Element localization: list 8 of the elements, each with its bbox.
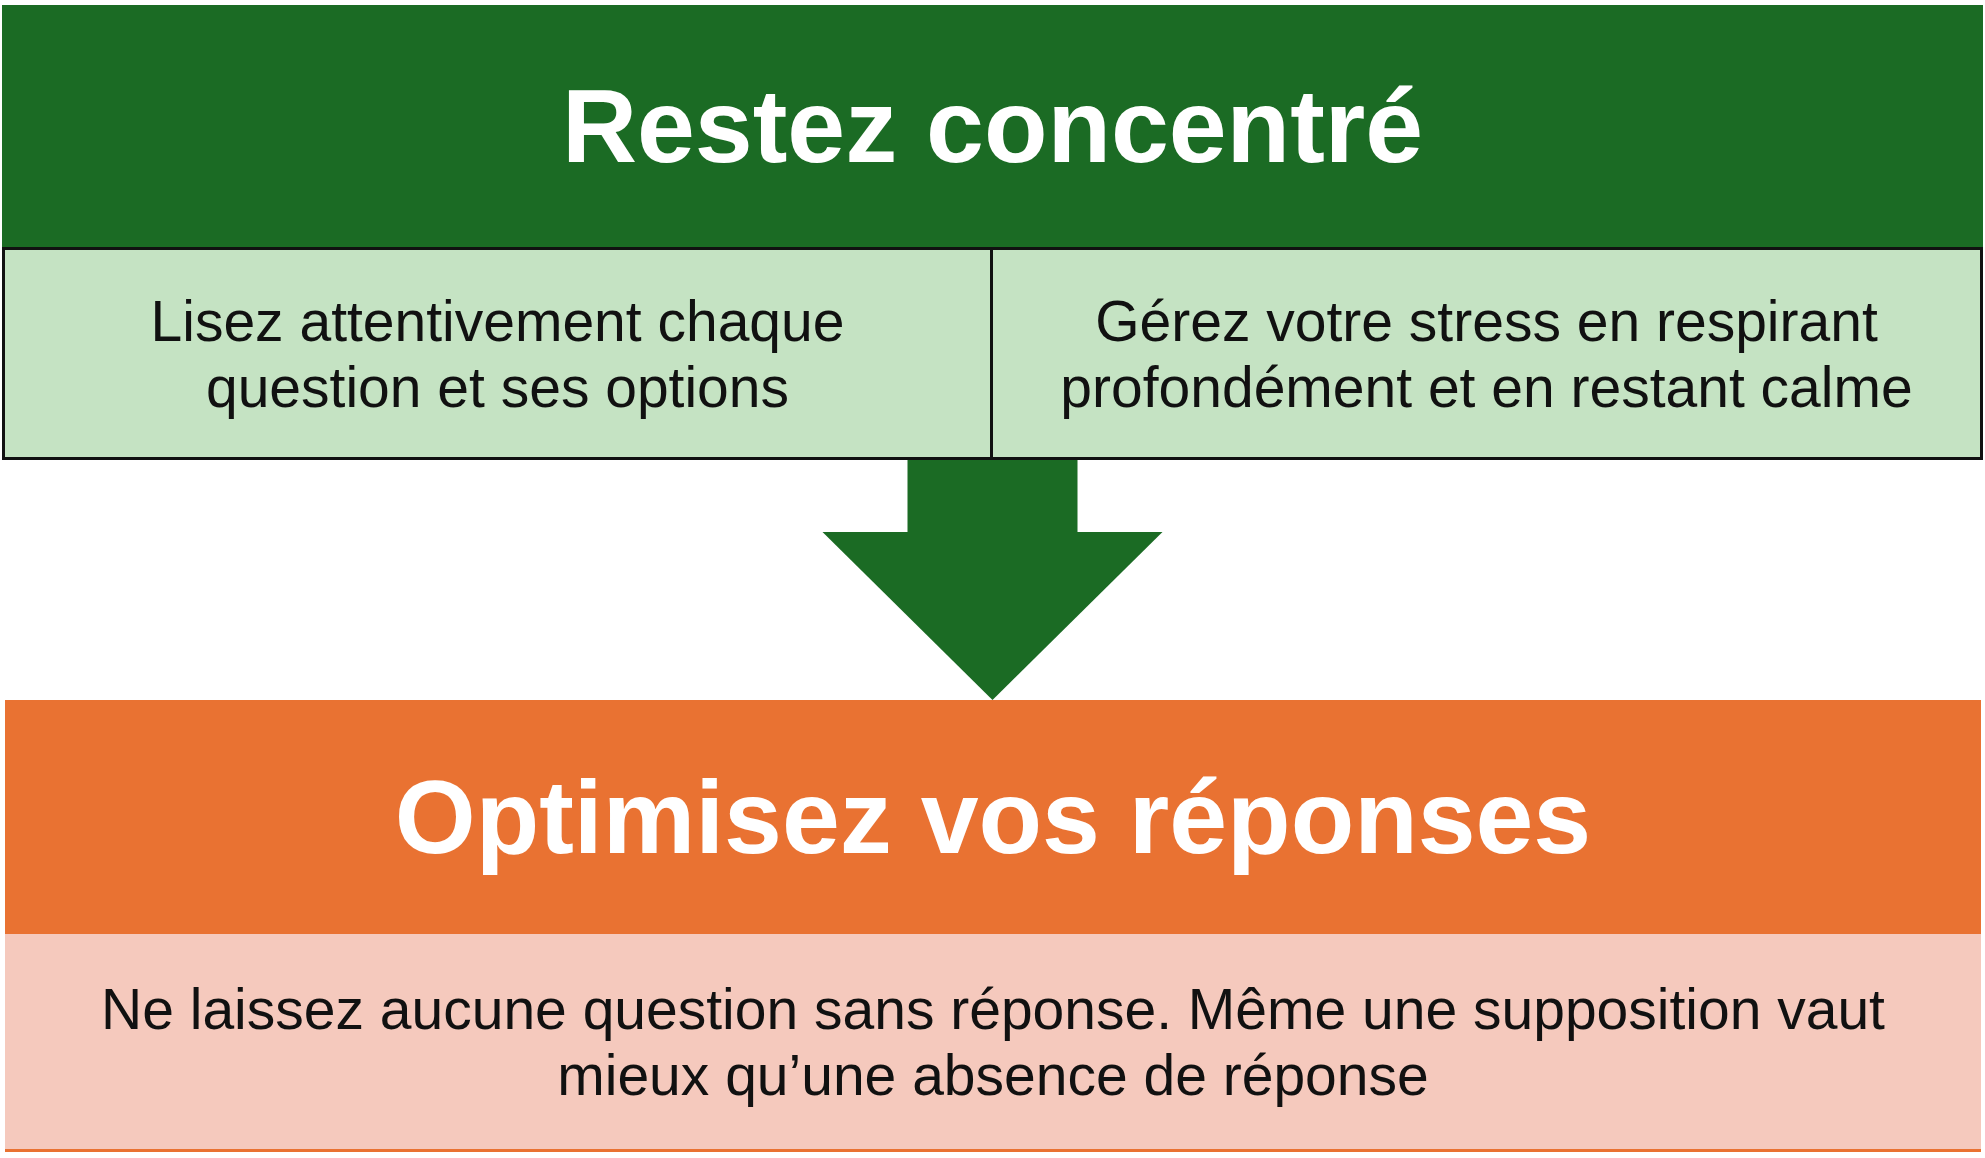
tip-card: Lisez attentivement chaque question et ses options bbox=[2, 247, 993, 460]
block-arrow bbox=[822, 460, 1163, 700]
section-panel bbox=[2, 5, 1983, 460]
tip-card: Gérez votre stress en respirant profondément et en restant calme bbox=[990, 247, 1983, 460]
section-panel bbox=[5, 700, 1981, 1152]
note-card: Ne laissez aucune question sans réponse. Même une supposition vaut mieux qu’une absence de réponse bbox=[5, 934, 1981, 1149]
panel-title: Optimisez vos réponses bbox=[394, 757, 1592, 877]
panel-title: Restez concentré bbox=[561, 66, 1424, 186]
